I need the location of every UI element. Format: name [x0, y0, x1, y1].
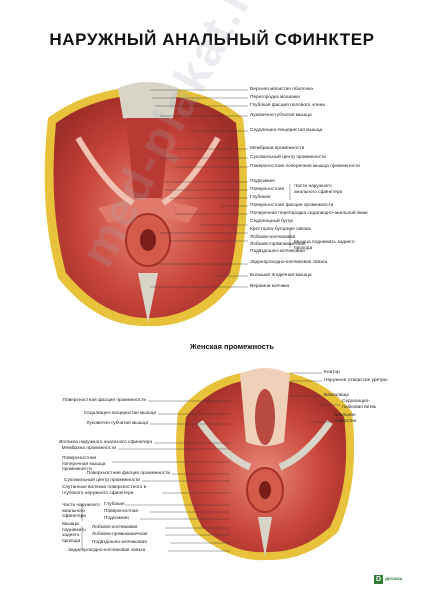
label-male-sphincter-group: Части наружного анального сфинктера — [294, 184, 343, 195]
label-male-levator-group: Мышца поднимать заднего прохода — [294, 240, 355, 251]
female-section-title: Женская промежность — [190, 342, 275, 351]
label-anal-orifice: Анальное отверстие — [334, 413, 357, 424]
label-female-levator-iliococcygeus: Подвздошно-копчиковая — [92, 540, 147, 545]
label-female-levator-pubococcygeus: Лобково-копчиковая — [92, 525, 138, 530]
label-female-levator-group: Мышца поднимать заднего прохода — [62, 522, 86, 544]
label-coccyx-tip: Вершина копчика — [250, 284, 290, 289]
label-gluteus-maximus: Большая ягодичная мышца — [250, 273, 312, 278]
label-female-sphincter-superficial: Поверхностная — [104, 509, 139, 514]
logo-icon: D — [374, 575, 383, 584]
label-female-superficial-fascia: Поверхностная фасция промежности — [62, 398, 146, 403]
label-deep-penile-fascia: Глубокая фасция полового члена — [250, 103, 325, 108]
label-superficial-perineal-fascia: Поверхностная фасция промежности — [250, 203, 334, 208]
label-female-intertwined-fibers: Спутанные волокна поверхностного и глубо… — [62, 485, 147, 496]
label-female-sphincter-group: Части наружного анального сфинктера — [62, 503, 100, 520]
label-male-sphincter-superficial: Поверхностная — [250, 187, 285, 192]
label-transverse-septum: Поперечная перегородка седалищно-анально… — [250, 211, 368, 216]
label-female-superficial-fascia-2: Поверхностная фасция промежности — [86, 471, 170, 476]
label-superficial-transverse-perineal: Поверхностная поперечная мышца промежнос… — [250, 164, 360, 169]
label-female-levator-puborectalis: Лобково-прямокишечная — [92, 532, 148, 537]
label-upper-fleshy-membrane: Верхняя мясистая оболочка — [250, 87, 313, 92]
label-female-perineal-membrane: Мембрана промежности — [61, 446, 116, 451]
label-female-sphincter-deep: Глубокая — [104, 502, 125, 507]
label-ischial-tuberosity: Седалищный бугор — [250, 219, 294, 224]
label-clitoris: Клитор — [324, 370, 340, 375]
label-urethral-orifice: Наружное отверстие уретры — [324, 378, 388, 383]
label-ischiocavernosus: Седалищно-пещеристая мышца — [250, 128, 323, 133]
label-ischiopubic-ramus: Седалищно-лобковая ветвь — [342, 399, 377, 410]
label-male-sphincter-subcutaneous: Подкожная — [250, 179, 275, 184]
label-bulbospongiosus: Луковично-губчатая мышца — [250, 113, 312, 118]
page-title: НАРУЖНЫЙ АНАЛЬНЫЙ СФИНКТЕР — [49, 30, 375, 49]
label-female-sphincter-fibers: Волокна наружного анального сфинктера — [59, 440, 152, 445]
label-male-levator-iliococcygeus: Подвздошно-копчиковая — [250, 249, 305, 254]
label-vagina: Влагалище — [324, 393, 350, 398]
label-perineal-membrane: Мембрана промежности — [250, 146, 305, 151]
label-anococcygeal-ligament: Заднепроходно-копчиковая связка — [250, 260, 328, 265]
label-perineal-body: Сухожильный центр промежности — [250, 155, 326, 160]
label-male-sphincter-deep: Глубокая — [250, 195, 271, 200]
label-male-levator-pubococcygeus: Лобково-копчиковая — [250, 235, 296, 240]
label-female-sphincter-subcutaneous: Подкожная — [104, 516, 129, 521]
label-female-perineal-body: Сухожильный центр промежности — [64, 478, 140, 483]
label-scrotal-septum: Перегородка мошонки — [250, 95, 300, 100]
logo: ДЕЛАМА — [385, 576, 403, 581]
label-female-superficial-transverse: Поверхностная поперечная мышца промежнос… — [62, 456, 106, 473]
male-perineum-illustration — [44, 82, 247, 327]
label-female-ischiocavernosus: Седалищно-пещеристая мышца — [83, 411, 156, 416]
label-male-levator-puborectalis: Лобково-прямокишечная — [250, 242, 306, 247]
label-sacrotuberous-ligament: Крестцово-бугорная связка — [250, 227, 311, 232]
label-female-bulbospongiosus: Луковично-губчатая мышца — [86, 421, 148, 426]
female-perineum-illustration — [176, 368, 355, 561]
label-female-anococcygeal: Заднепроходно-копчиковая связка — [68, 548, 146, 553]
